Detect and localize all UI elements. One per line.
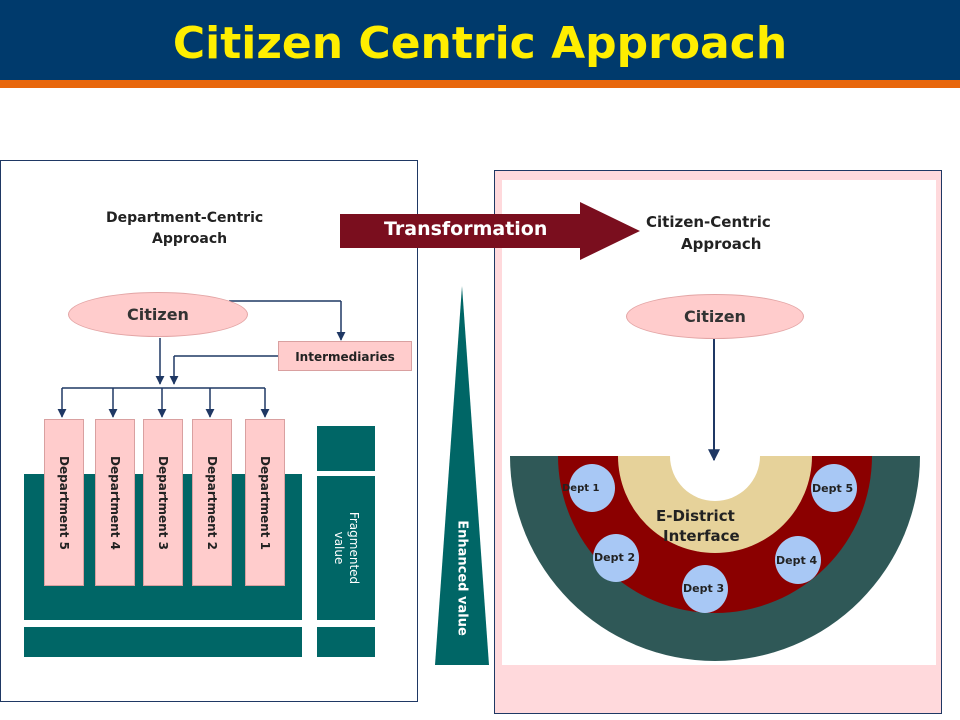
department-3-bar: Department 3 [143, 419, 183, 586]
interface-line2: Interface [663, 527, 740, 545]
right-citizen-ellipse: Citizen [626, 294, 804, 339]
header-stripe [0, 80, 960, 88]
dept-1-label: Dept 1 [562, 483, 600, 494]
dept-5-circle [811, 464, 857, 512]
fragmented-bottom-bar [317, 627, 375, 657]
left-citizen-label: Citizen [127, 305, 189, 324]
dept-5-label: Dept 5 [812, 482, 854, 495]
fragmented-top-block [317, 426, 375, 471]
dept-3-label: Dept 3 [683, 582, 725, 595]
intermediaries-label: Intermediaries [295, 350, 395, 364]
left-heading-line1: Department-Centric [106, 210, 264, 226]
page-title: Citizen Centric Approach [172, 18, 788, 69]
right-heading-line1: Citizen-Centric [646, 213, 771, 231]
dept-4-label: Dept 4 [776, 554, 818, 567]
dept-2-label: Dept 2 [594, 551, 636, 564]
fragmented-value-block: Fragmented value [317, 476, 375, 620]
dept-3-circle [682, 565, 728, 613]
department-2-bar: Department 2 [192, 419, 232, 586]
dept-1-circle [569, 464, 615, 512]
dept-4-circle [775, 536, 821, 584]
department-1-bar: Department 1 [245, 419, 285, 586]
intermediaries-box: Intermediaries [278, 341, 412, 371]
right-heading-line2: Approach [681, 235, 762, 253]
department-bottom-bar [24, 627, 302, 657]
header-bar [0, 0, 960, 80]
interface-line1: E-District [656, 507, 735, 525]
left-heading-line2: Approach [152, 231, 228, 247]
department-5-bar: Department 5 [44, 419, 84, 586]
dept-2-circle [593, 534, 639, 582]
left-citizen-ellipse: Citizen [68, 292, 248, 337]
department-4-bar: Department 4 [95, 419, 135, 586]
transformation-label: Transformation [384, 218, 548, 240]
right-citizen-label: Citizen [684, 307, 746, 326]
